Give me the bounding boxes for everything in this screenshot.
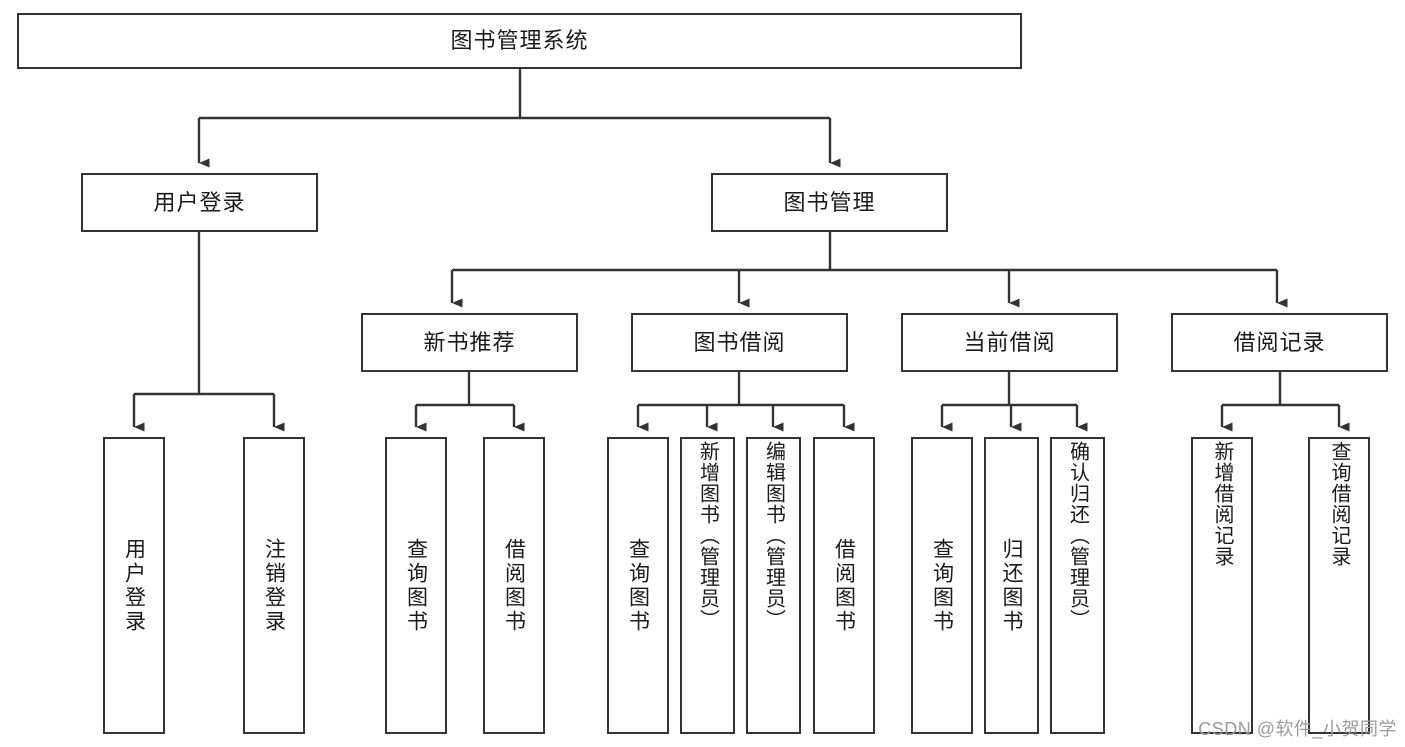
node-new-book-recommend-label: 新书推荐 [423, 329, 516, 355]
node-root[interactable]: 图书管理系统 [17, 13, 1022, 69]
leaf-node[interactable]: 用户登录 [103, 437, 165, 734]
leaf-node-label: 编辑图书（管理员） [762, 441, 785, 630]
leaf-node[interactable]: 查询图书 [911, 437, 973, 734]
csdn-watermark: CSDN @软件_小贺同学 [1198, 719, 1397, 739]
leaf-node[interactable]: 新增借阅记录 [1191, 437, 1253, 734]
leaf-node-label: 确认归还（管理员） [1066, 441, 1089, 630]
leaf-node-label: 查询图书 [930, 537, 954, 634]
leaf-node-label: 新增借阅记录 [1211, 441, 1233, 567]
leaf-node[interactable]: 新增图书（管理员） [680, 437, 735, 734]
node-new-book-recommend[interactable]: 新书推荐 [361, 313, 578, 372]
node-root-label: 图书管理系统 [450, 28, 589, 54]
node-borrow-records-label: 借阅记录 [1233, 329, 1326, 355]
node-borrow-records[interactable]: 借阅记录 [1171, 313, 1388, 372]
node-book-borrow-label: 图书借阅 [693, 329, 786, 355]
leaf-node[interactable]: 借阅图书 [483, 437, 545, 734]
node-book-borrow[interactable]: 图书借阅 [631, 313, 848, 372]
leaf-node[interactable]: 查询借阅记录 [1308, 437, 1370, 734]
leaf-node-label: 查询图书 [626, 537, 650, 634]
node-current-borrow[interactable]: 当前借阅 [901, 313, 1118, 372]
leaf-node-label: 借阅图书 [502, 537, 526, 634]
leaf-node-label: 查询图书 [404, 537, 428, 634]
node-user-login[interactable]: 用户登录 [81, 173, 318, 232]
leaf-node-label: 用户登录 [122, 537, 146, 634]
leaf-node[interactable]: 编辑图书（管理员） [746, 437, 801, 734]
leaf-node[interactable]: 归还图书 [984, 437, 1039, 734]
leaf-node[interactable]: 确认归还（管理员） [1050, 437, 1105, 734]
leaf-node-label: 查询借阅记录 [1328, 441, 1350, 567]
leaf-node-label: 注销登录 [262, 537, 286, 634]
leaf-node[interactable]: 查询图书 [385, 437, 447, 734]
leaf-node-label: 借阅图书 [832, 537, 856, 634]
leaf-node[interactable]: 注销登录 [243, 437, 305, 734]
leaf-node-label: 归还图书 [1000, 537, 1023, 634]
node-user-login-label: 用户登录 [153, 189, 246, 215]
leaf-node[interactable]: 查询图书 [607, 437, 669, 734]
node-book-management[interactable]: 图书管理 [711, 173, 948, 232]
leaf-node[interactable]: 借阅图书 [813, 437, 875, 734]
node-current-borrow-label: 当前借阅 [963, 329, 1056, 355]
node-book-management-label: 图书管理 [783, 189, 876, 215]
leaf-node-label: 新增图书（管理员） [696, 441, 719, 630]
